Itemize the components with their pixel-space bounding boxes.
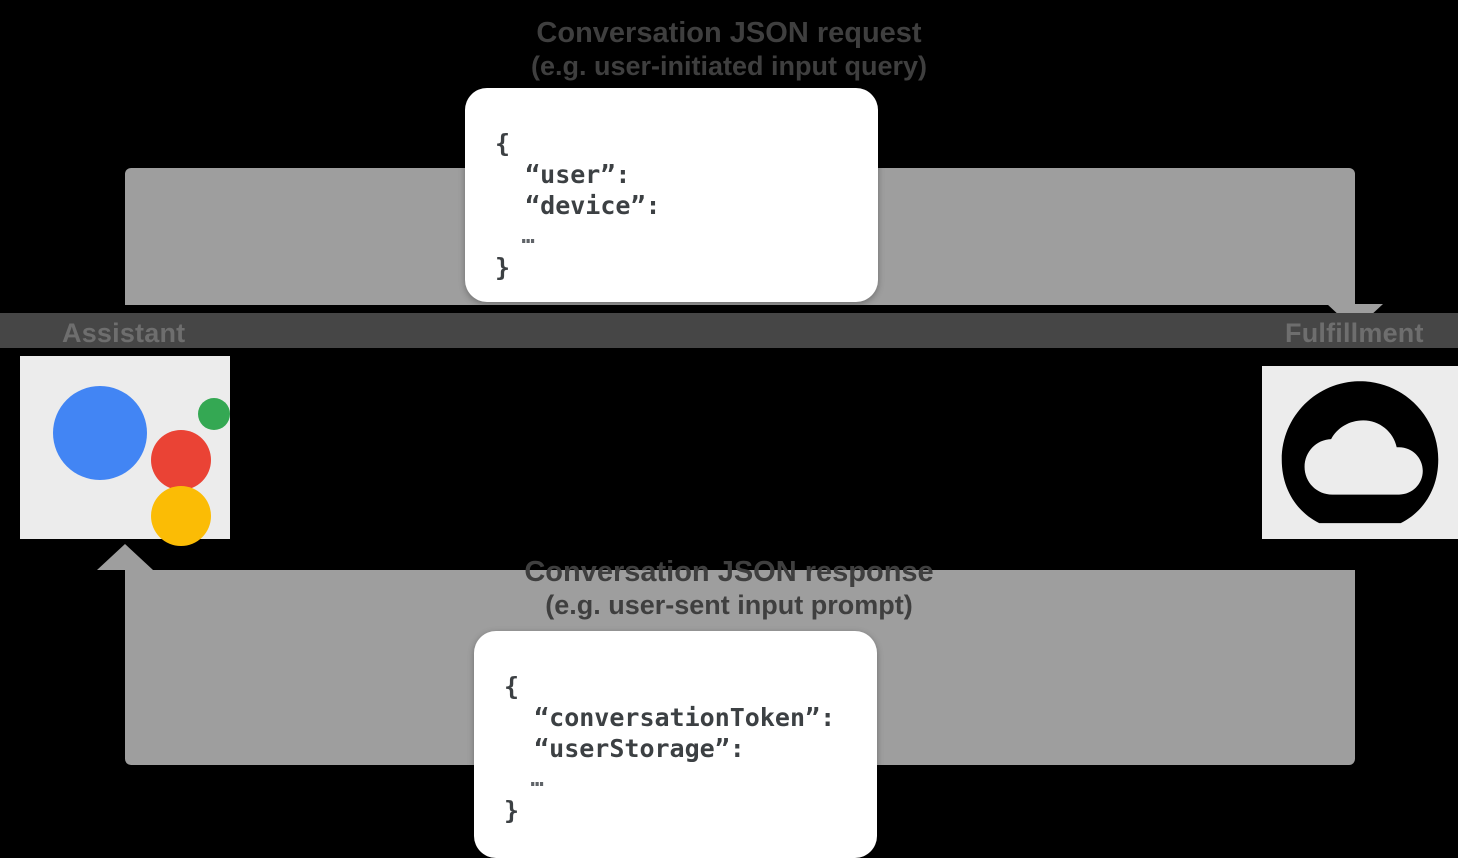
request-json-card: { “user”: “device”: … } xyxy=(465,88,878,302)
request-json-line-user: “user”: xyxy=(525,160,631,189)
google-assistant-icon xyxy=(35,368,230,546)
response-json-close-brace: } xyxy=(504,796,520,825)
cloud-icon xyxy=(1281,380,1439,523)
request-json-close-brace: } xyxy=(495,253,511,282)
request-json-ellipsis: … xyxy=(521,224,535,249)
response-json-line-conversation-token: “conversationToken”: xyxy=(534,703,836,732)
assistant-node[interactable] xyxy=(20,356,230,546)
response-caption: Conversation JSON response (e.g. user-se… xyxy=(0,556,1458,622)
request-caption: Conversation JSON request (e.g. user-ini… xyxy=(0,17,1458,83)
assistant-dot-green xyxy=(198,397,230,430)
request-caption-subtitle: (e.g. user-initiated input query) xyxy=(530,51,928,81)
response-json-ellipsis: … xyxy=(530,767,544,792)
assistant-dot-red xyxy=(151,429,211,490)
response-arrow-head-icon xyxy=(97,544,153,570)
fulfillment-label: Fulfillment xyxy=(1285,318,1424,348)
response-json-card: { “conversationToken”: “userStorage”: … … xyxy=(474,631,877,858)
request-json-open-brace: { xyxy=(495,129,511,158)
assistant-dot-blue xyxy=(53,385,147,480)
request-json-line-device: “device”: xyxy=(525,191,661,220)
fulfillment-node[interactable] xyxy=(1262,366,1458,539)
request-caption-title: Conversation JSON request xyxy=(536,17,922,49)
assistant-label: Assistant xyxy=(62,318,186,348)
response-caption-title: Conversation JSON response xyxy=(524,556,934,588)
response-json-open-brace: { xyxy=(504,672,520,701)
assistant-dot-yellow xyxy=(151,485,211,546)
response-json-line-user-storage: “userStorage”: xyxy=(534,734,745,763)
middle-divider-band xyxy=(0,313,1458,348)
response-caption-subtitle: (e.g. user-sent input prompt) xyxy=(545,590,913,620)
